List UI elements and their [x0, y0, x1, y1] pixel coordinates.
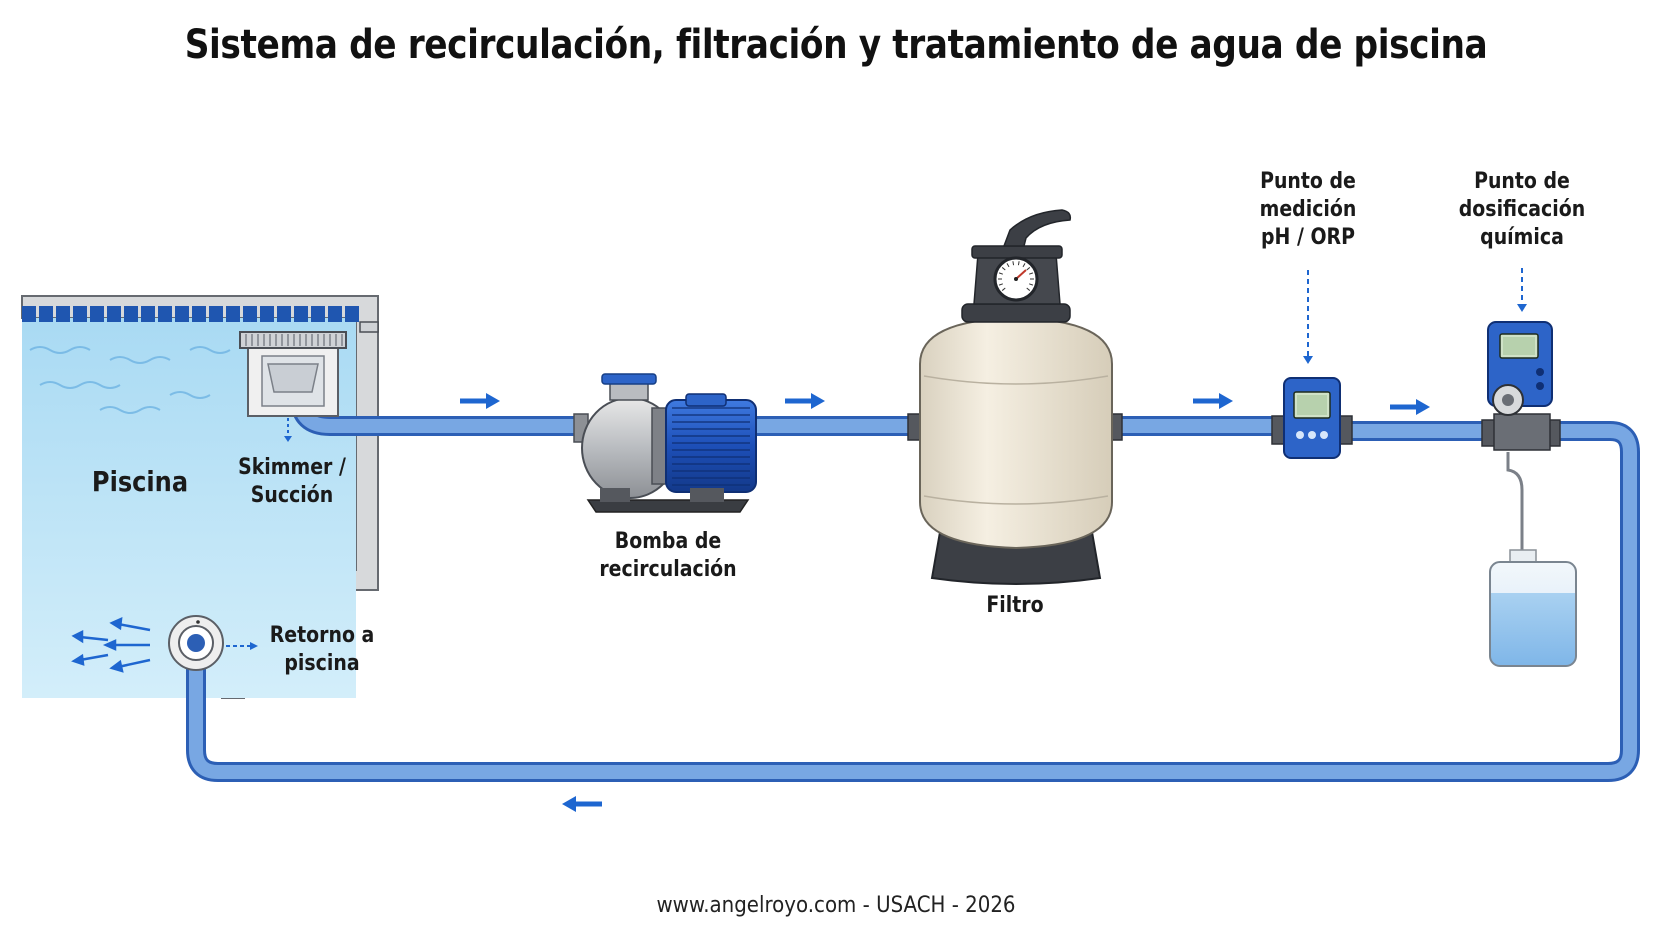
- footer-credit: www.angelroyo.com - USACH - 2026: [656, 893, 1016, 918]
- skimmer-label: Skimmer / Succión: [238, 455, 346, 509]
- pool-tile: [294, 306, 308, 322]
- return-pipe: [186, 421, 1640, 782]
- dosing-point-label: Punto de dosificación química: [1458, 169, 1586, 251]
- pool-tile: [90, 306, 104, 322]
- valve-handle-icon: [1002, 209, 1072, 247]
- pool-tile-band: [22, 306, 359, 322]
- pool-tile: [39, 306, 53, 322]
- flow-arrow-head: [811, 393, 825, 409]
- pool-tile: [158, 306, 172, 322]
- dosing-tube: [1506, 452, 1524, 556]
- pool-tile: [226, 306, 240, 322]
- pool-tile: [141, 306, 155, 322]
- flow-arrow-head: [486, 393, 500, 409]
- page-title: Sistema de recirculación, filtración y t…: [184, 22, 1488, 68]
- pool-tile: [345, 306, 359, 322]
- pool-tile: [192, 306, 206, 322]
- flow-arrow-head: [562, 796, 576, 812]
- pump-label: Bomba de recirculación: [599, 529, 737, 583]
- water-ripples: [29, 346, 231, 414]
- return-label: Retorno a piscina: [269, 623, 375, 677]
- pool-label: Piscina: [91, 465, 189, 498]
- skimmer: [239, 321, 379, 442]
- return-fitting: [168, 615, 258, 671]
- sand-filter: [907, 209, 1123, 585]
- pool-tile: [22, 306, 36, 322]
- pool-tile: [124, 306, 138, 322]
- return-jet-arrows: [71, 616, 151, 673]
- pool-tile: [56, 306, 70, 322]
- flow-arrow-head: [1416, 399, 1430, 415]
- pool-tile: [277, 306, 291, 322]
- motor-fins: [672, 407, 750, 486]
- flow-arrows: [460, 393, 1430, 812]
- flow-arrow-head: [1219, 393, 1233, 409]
- measurement-point-label: Punto de medición pH / ORP: [1259, 169, 1357, 251]
- pipe-network: [186, 388, 1640, 782]
- pool-tile: [243, 306, 257, 322]
- chemical-container: [1489, 549, 1577, 667]
- ph-orp-sensor: [1271, 270, 1353, 459]
- pool-tile: [311, 306, 325, 322]
- chemical-dosing-pump: [1481, 268, 1561, 556]
- pool-tile: [260, 306, 274, 322]
- pool-tile: [175, 306, 189, 322]
- pool-tile: [73, 306, 87, 322]
- pool-tile: [328, 306, 342, 322]
- pool-tile: [209, 306, 223, 322]
- filter-label: Filtro: [986, 593, 1044, 618]
- pool-tile: [107, 306, 121, 322]
- recirculation-pump: [573, 373, 757, 513]
